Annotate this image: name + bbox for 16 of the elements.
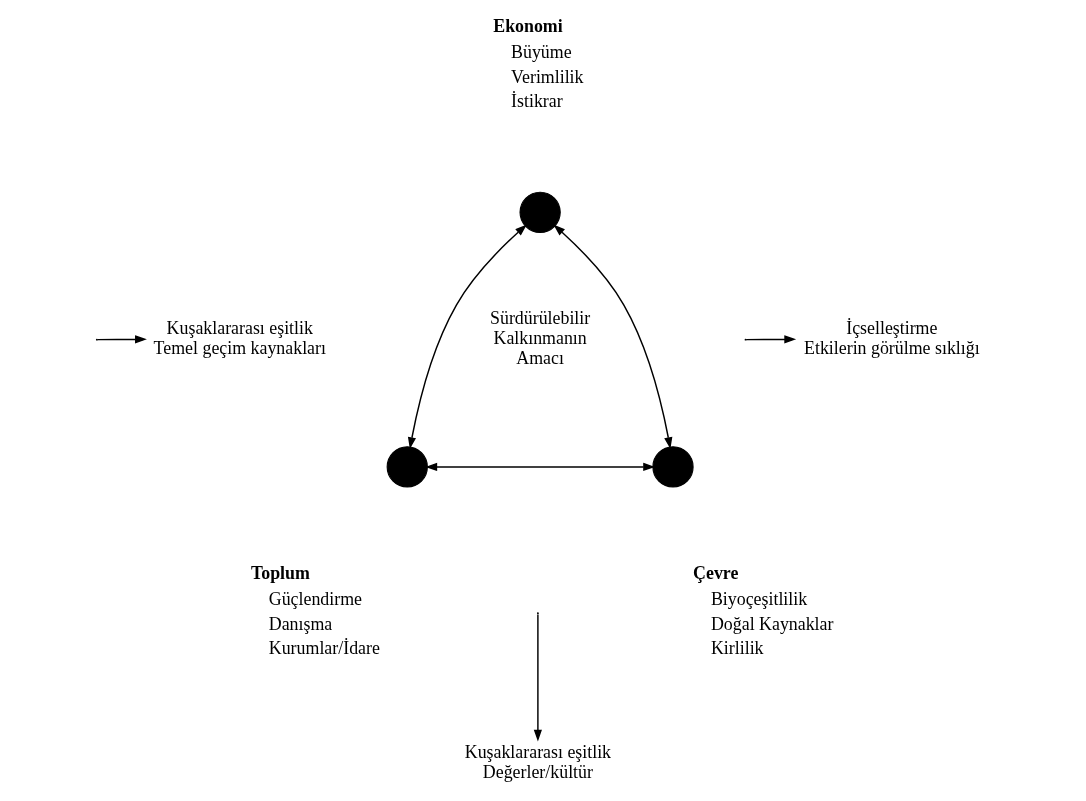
node-label: Büyüme	[511, 42, 572, 63]
node-label: Kirlilik	[710, 638, 764, 659]
node-text: İçselleştirme Etkilerin görülme sıklığı	[804, 317, 980, 358]
node-label: Verimlilik	[511, 66, 584, 87]
label: Sürdürülebilir Kalkınmanın Amacı	[490, 307, 591, 368]
node-label: İstikrar	[511, 91, 563, 112]
node-text: Kuşaklararası eşitlik Değerler/kültür	[464, 742, 612, 783]
node-label: Toplum	[250, 563, 310, 584]
node-label: Çevre	[693, 563, 739, 584]
node-label: Biyoçeşitlilik	[710, 589, 808, 610]
node-text: Kuşaklararası eşitlik Temel geçim kaynakları	[153, 317, 326, 358]
node-label: Doğal Kaynaklar	[710, 613, 834, 634]
node-label: Danışma	[268, 613, 333, 634]
node-label: Güçlendirme	[268, 589, 363, 610]
node-label: Ekonomi	[493, 16, 563, 37]
node-label: Kurumlar/İdare	[268, 638, 380, 659]
